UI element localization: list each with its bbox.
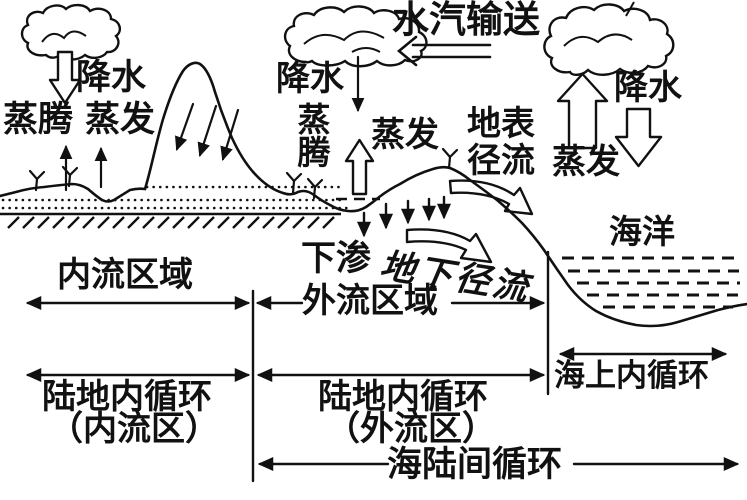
label-sea-land-cycle: 海陆间循环 xyxy=(387,445,563,484)
precipitation-arrow-left-icon xyxy=(48,50,82,105)
label-transpiration-left: 蒸腾 xyxy=(3,100,74,139)
label-evaporation-right: 蒸发 xyxy=(552,144,620,181)
sea-water-dashes xyxy=(562,256,740,309)
cloud-left-icon xyxy=(20,3,122,61)
label-inland-region: 内流区域 xyxy=(57,257,193,294)
label-vapor-transport: 水汽输送 xyxy=(392,0,540,41)
surface-runoff-arrow-icon xyxy=(448,179,534,216)
label-ocean: 海洋 xyxy=(609,215,675,251)
evaporation-arrow-right-icon xyxy=(556,72,609,150)
label-infiltration: 下渗 xyxy=(301,239,372,278)
bedrock-hatching xyxy=(7,216,335,229)
label-outflow-region: 外流区域 xyxy=(302,283,438,320)
plant-icon xyxy=(28,147,459,200)
label-evaporation-left: 蒸发 xyxy=(85,100,156,139)
label-precipitation-right: 降水 xyxy=(614,70,682,107)
label-surface-runoff: 地表径流 xyxy=(467,106,535,180)
label-transpiration-middle: 蒸腾 xyxy=(292,102,328,168)
label-land-cycle-outflow-title: 陆地内循环 xyxy=(318,379,488,416)
soil-dotted-layers xyxy=(1,185,350,210)
label-land-cycle-inland-subtitle: （内流区） xyxy=(49,411,219,448)
evaporation-arrow-middle-icon xyxy=(344,138,375,196)
mountain-rain-arrow-icon xyxy=(197,104,218,158)
label-land-cycle-outflow-subtitle: （外流区） xyxy=(326,411,496,448)
label-precipitation-left: 降水 xyxy=(76,58,147,97)
label-land-cycle-inland-title: 陆地内循环 xyxy=(42,379,212,416)
label-precipitation-middle: 降水 xyxy=(276,61,344,98)
vapor-transport-arrow-icon xyxy=(396,35,492,67)
mountain-rain-arrow-icon xyxy=(175,102,195,152)
cloud-right-icon xyxy=(543,1,675,76)
label-evaporation-middle: 蒸发 xyxy=(371,117,439,154)
cloud-middle-icon xyxy=(283,5,428,68)
precipitation-arrow-right-icon xyxy=(614,107,663,168)
label-sea-cycle: 海上内循环 xyxy=(554,358,709,393)
underground-runoff-arrow-icon xyxy=(405,228,493,264)
infiltration-arrows xyxy=(356,195,452,238)
